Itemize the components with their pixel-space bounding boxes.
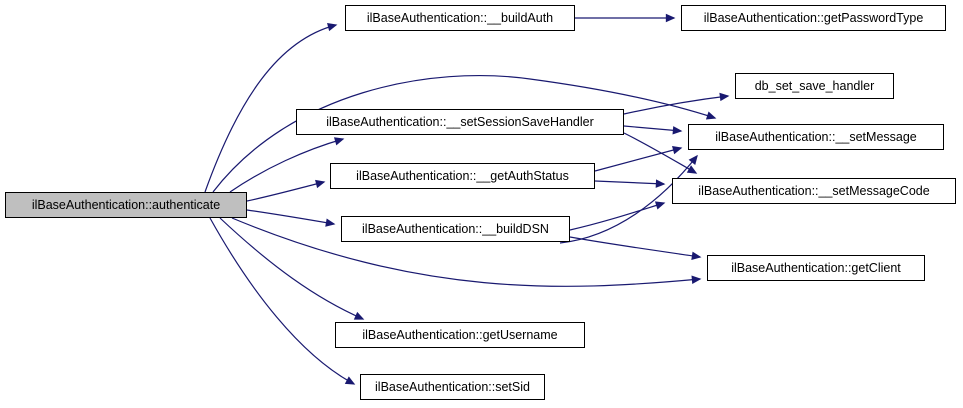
- call-edge-set-session-save-handler-to-set-message: [623, 125, 683, 135]
- node-build-auth[interactable]: ilBaseAuthentication::__buildAuth: [345, 5, 575, 31]
- node-get-username[interactable]: ilBaseAuthentication::getUsername: [335, 322, 585, 348]
- call-edge-build-dsn-to-set-message: [559, 154, 698, 244]
- node-set-session-save-handler[interactable]: ilBaseAuthentication::__setSessionSaveHa…: [296, 109, 624, 135]
- call-edge-build-dsn-to-get-client: [569, 236, 702, 260]
- node-authenticate: ilBaseAuthentication::authenticate: [5, 192, 247, 218]
- call-edge-authenticate-to-build-auth: [204, 22, 338, 193]
- call-edge-authenticate-to-set-session-save-handler: [229, 137, 345, 193]
- node-db-set-save-handler[interactable]: db_set_save_handler: [735, 73, 894, 99]
- call-edge-build-dsn-to-set-message-code: [569, 201, 666, 231]
- node-build-dsn[interactable]: ilBaseAuthentication::__buildDSN: [341, 216, 570, 242]
- call-edge-authenticate-to-get-auth-status: [246, 179, 326, 202]
- node-get-auth-status[interactable]: ilBaseAuthentication::__getAuthStatus: [330, 163, 595, 189]
- call-edge-authenticate-to-get-username: [219, 217, 365, 320]
- node-get-password-type[interactable]: ilBaseAuthentication::getPasswordType: [681, 5, 946, 31]
- node-get-client[interactable]: ilBaseAuthentication::getClient: [707, 255, 925, 281]
- call-edge-authenticate-to-get-client: [231, 217, 702, 287]
- call-edge-authenticate-to-set-message: [212, 74, 717, 193]
- node-set-message-code[interactable]: ilBaseAuthentication::__setMessageCode: [672, 178, 956, 204]
- node-set-sid[interactable]: ilBaseAuthentication::setSid: [360, 374, 545, 400]
- call-edge-authenticate-to-set-sid: [209, 217, 356, 385]
- call-edge-set-session-save-handler-to-db-set-save-handler: [623, 92, 730, 115]
- call-edge-get-auth-status-to-set-message: [594, 146, 683, 172]
- call-edge-authenticate-to-build-dsn: [246, 209, 336, 227]
- node-set-message[interactable]: ilBaseAuthentication::__setMessage: [688, 124, 944, 150]
- call-edge-get-auth-status-to-set-message-code: [594, 179, 666, 188]
